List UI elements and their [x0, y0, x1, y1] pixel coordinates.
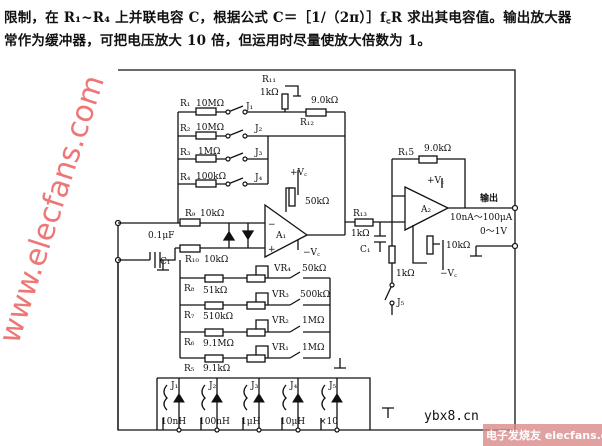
paragraph-line-2: 常作为缓冲器，可把电压放大 10 倍，但运用时尽量使放大倍数为 1。: [4, 33, 432, 49]
output-terminal-1: [511, 204, 519, 212]
watermark-logo-text: 电子发烧友 elecfans.com: [486, 428, 602, 442]
value-r6: 9.1MΩ: [203, 339, 234, 349]
value-r11: 1kΩ: [260, 88, 279, 98]
label-r6: R₆: [184, 338, 195, 348]
label-a1-pos-supply: +V꜀: [290, 168, 307, 178]
relay-inductance-label: 10nH: [161, 417, 186, 427]
label-r11: R₁₁: [262, 75, 276, 85]
label-vr3: VR₃: [271, 290, 289, 300]
label-r8: R₈: [184, 284, 195, 294]
label-j1: J₁: [245, 102, 253, 112]
relay-name: J₄: [289, 381, 298, 391]
label-r7: R₇: [184, 311, 195, 321]
output-label: 输出: [480, 192, 498, 204]
value-r5: 9.1kΩ: [203, 364, 230, 374]
output-terminal-2: [511, 242, 519, 250]
relay-name: J₁: [170, 381, 178, 391]
output-current-range: 10nA～100μA: [450, 213, 513, 223]
label-a2-pos-supply: +V꜀: [427, 176, 444, 186]
label-r10: R₁₀: [185, 255, 199, 265]
label-a1: A₁: [275, 231, 286, 241]
paragraph-line-1: 限制，在 R₁~R₄ 上并联电容 C，根据公式 C＝［1/（2π）］f꜀R 求出…: [4, 10, 572, 26]
label-r1: R₁: [180, 99, 190, 109]
range-resistor-network: [118, 85, 346, 235]
relay-inductance-label: 10μH: [280, 417, 305, 427]
relay-5: J₅ ×10: [319, 378, 343, 433]
value-r14: 1kΩ: [396, 269, 415, 279]
value-r12: 9.0kΩ: [311, 96, 338, 106]
value-r2: 10MΩ: [196, 123, 224, 133]
label-c1: C₁: [160, 257, 171, 267]
label-j5-switch: J₅: [396, 298, 405, 308]
plus-sign: +: [268, 245, 276, 255]
label-r12: R₁₂: [300, 118, 314, 128]
relay-1: J₁ 10nH: [161, 378, 186, 433]
label-r13: R₁₃: [353, 209, 367, 219]
label-vr1: VR₁: [271, 343, 289, 353]
label-r15: R₁5: [398, 148, 414, 158]
relay-2: J₂ 100nH: [199, 378, 230, 433]
value-vr4: 50kΩ: [302, 264, 326, 274]
relay-3: J₃ 1μH: [241, 378, 265, 433]
label-vr2: VR₂: [271, 316, 289, 326]
relay-name: J₅: [328, 381, 337, 391]
value-offset-pot-a2: 10kΩ: [446, 241, 470, 251]
label-r9: R₉: [185, 209, 196, 219]
label-j3: J₃: [254, 148, 263, 158]
amplifier-a2: [345, 155, 515, 315]
label-a1-neg-supply: −V꜀: [303, 248, 320, 258]
value-r3: 1MΩ: [198, 147, 220, 157]
label-r4: R₄: [180, 173, 191, 183]
value-r8: 51kΩ: [203, 286, 227, 296]
value-r13: 1kΩ: [351, 229, 370, 239]
label-r5: R₅: [184, 364, 195, 374]
relay-inductance-label: 1μH: [241, 417, 261, 427]
label-j2: J₂: [254, 124, 263, 134]
value-vr1: 1MΩ: [302, 343, 324, 353]
output-voltage-range: 0～1V: [480, 227, 507, 237]
relay-inductance-label: 100nH: [199, 417, 230, 427]
watermark-site: ybx8.cn: [424, 409, 479, 424]
label-a2: A₂: [420, 205, 431, 215]
watermark-diagonal: www.elecfans.com: [0, 71, 112, 347]
value-r15: 9.0kΩ: [424, 144, 451, 154]
relay-bank: [156, 377, 394, 430]
value-r7: 510kΩ: [203, 312, 233, 322]
value-r4: 100kΩ: [196, 172, 226, 182]
value-c1: 0.1μF: [148, 231, 174, 241]
value-vr3: 500kΩ: [300, 290, 330, 300]
value-offset-pot: 50kΩ: [305, 197, 329, 207]
value-r1: 10MΩ: [196, 99, 224, 109]
relay-name: J₂: [208, 381, 217, 391]
label-j4: J₄: [254, 173, 263, 183]
relay-inductance-label: ×10: [319, 417, 338, 427]
label-vr4: VR₄: [273, 264, 291, 274]
label-r2: R₂: [180, 124, 191, 134]
amplifier-a1: [118, 170, 345, 271]
value-r9: 10kΩ: [200, 209, 224, 219]
value-vr2: 1MΩ: [302, 316, 324, 326]
calibration-network: [179, 260, 346, 369]
value-r10: 10kΩ: [204, 255, 228, 265]
minus-sign: −: [268, 220, 276, 230]
label-c1b: C₁: [360, 245, 371, 255]
relay-4: J₄ 10μH: [280, 378, 305, 433]
watermark-logo: [483, 424, 602, 446]
label-r3: R₃: [180, 148, 191, 158]
label-a2-neg-supply: −V꜀: [440, 269, 457, 279]
relay-name: J₃: [250, 381, 259, 391]
